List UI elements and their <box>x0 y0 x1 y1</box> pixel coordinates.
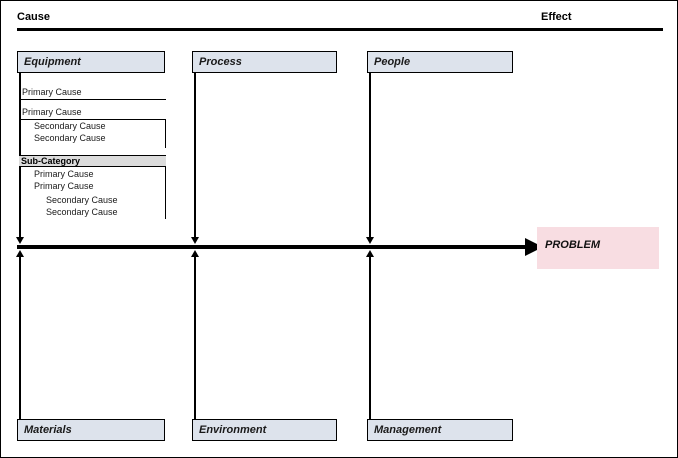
rib-arrowhead-materials-up <box>16 250 24 257</box>
secondary-cause-2a[interactable]: Secondary Cause <box>34 121 106 131</box>
primary-cause-2-underline <box>19 119 166 120</box>
cause-header-label: Cause <box>17 11 51 23</box>
category-box-people[interactable]: People <box>367 51 513 73</box>
category-box-materials[interactable]: Materials <box>17 419 165 441</box>
problem-label[interactable]: PROBLEM <box>545 239 600 251</box>
primary-cause-1[interactable]: Primary Cause <box>22 87 82 97</box>
rib-arrowhead-environment-up <box>191 250 199 257</box>
rib-arrowhead-equipment-down <box>16 237 24 244</box>
header-divider-rule <box>17 28 663 31</box>
category-box-equipment[interactable]: Equipment <box>17 51 165 73</box>
category-box-management[interactable]: Management <box>367 419 513 441</box>
subcategory-primary-cause-1[interactable]: Primary Cause <box>34 169 94 179</box>
group-2-bracket-line <box>165 119 166 148</box>
rib-arrowhead-management-up <box>366 250 374 257</box>
primary-cause-2[interactable]: Primary Cause <box>22 107 82 117</box>
subcategory-secondary-cause-2[interactable]: Secondary Cause <box>46 207 118 217</box>
rib-line-process <box>194 73 196 241</box>
category-box-process[interactable]: Process <box>192 51 337 73</box>
secondary-cause-2b[interactable]: Secondary Cause <box>34 133 106 143</box>
subcategory-banner[interactable]: Sub-Category <box>19 155 166 167</box>
primary-cause-1-underline <box>19 99 166 100</box>
category-box-environment[interactable]: Environment <box>192 419 337 441</box>
rib-arrowhead-process-down <box>191 237 199 244</box>
subcategory-secondary-cause-1[interactable]: Secondary Cause <box>46 195 118 205</box>
effect-header-label: Effect <box>541 11 572 23</box>
problem-box[interactable] <box>537 227 659 269</box>
rib-line-management <box>369 253 371 419</box>
subcategory-primary-cause-2[interactable]: Primary Cause <box>34 181 94 191</box>
subcategory-bracket-line <box>165 167 166 219</box>
rib-line-materials <box>19 253 21 419</box>
spine-line <box>17 245 541 249</box>
rib-line-people <box>369 73 371 241</box>
rib-arrowhead-people-down <box>366 237 374 244</box>
rib-line-environment <box>194 253 196 419</box>
